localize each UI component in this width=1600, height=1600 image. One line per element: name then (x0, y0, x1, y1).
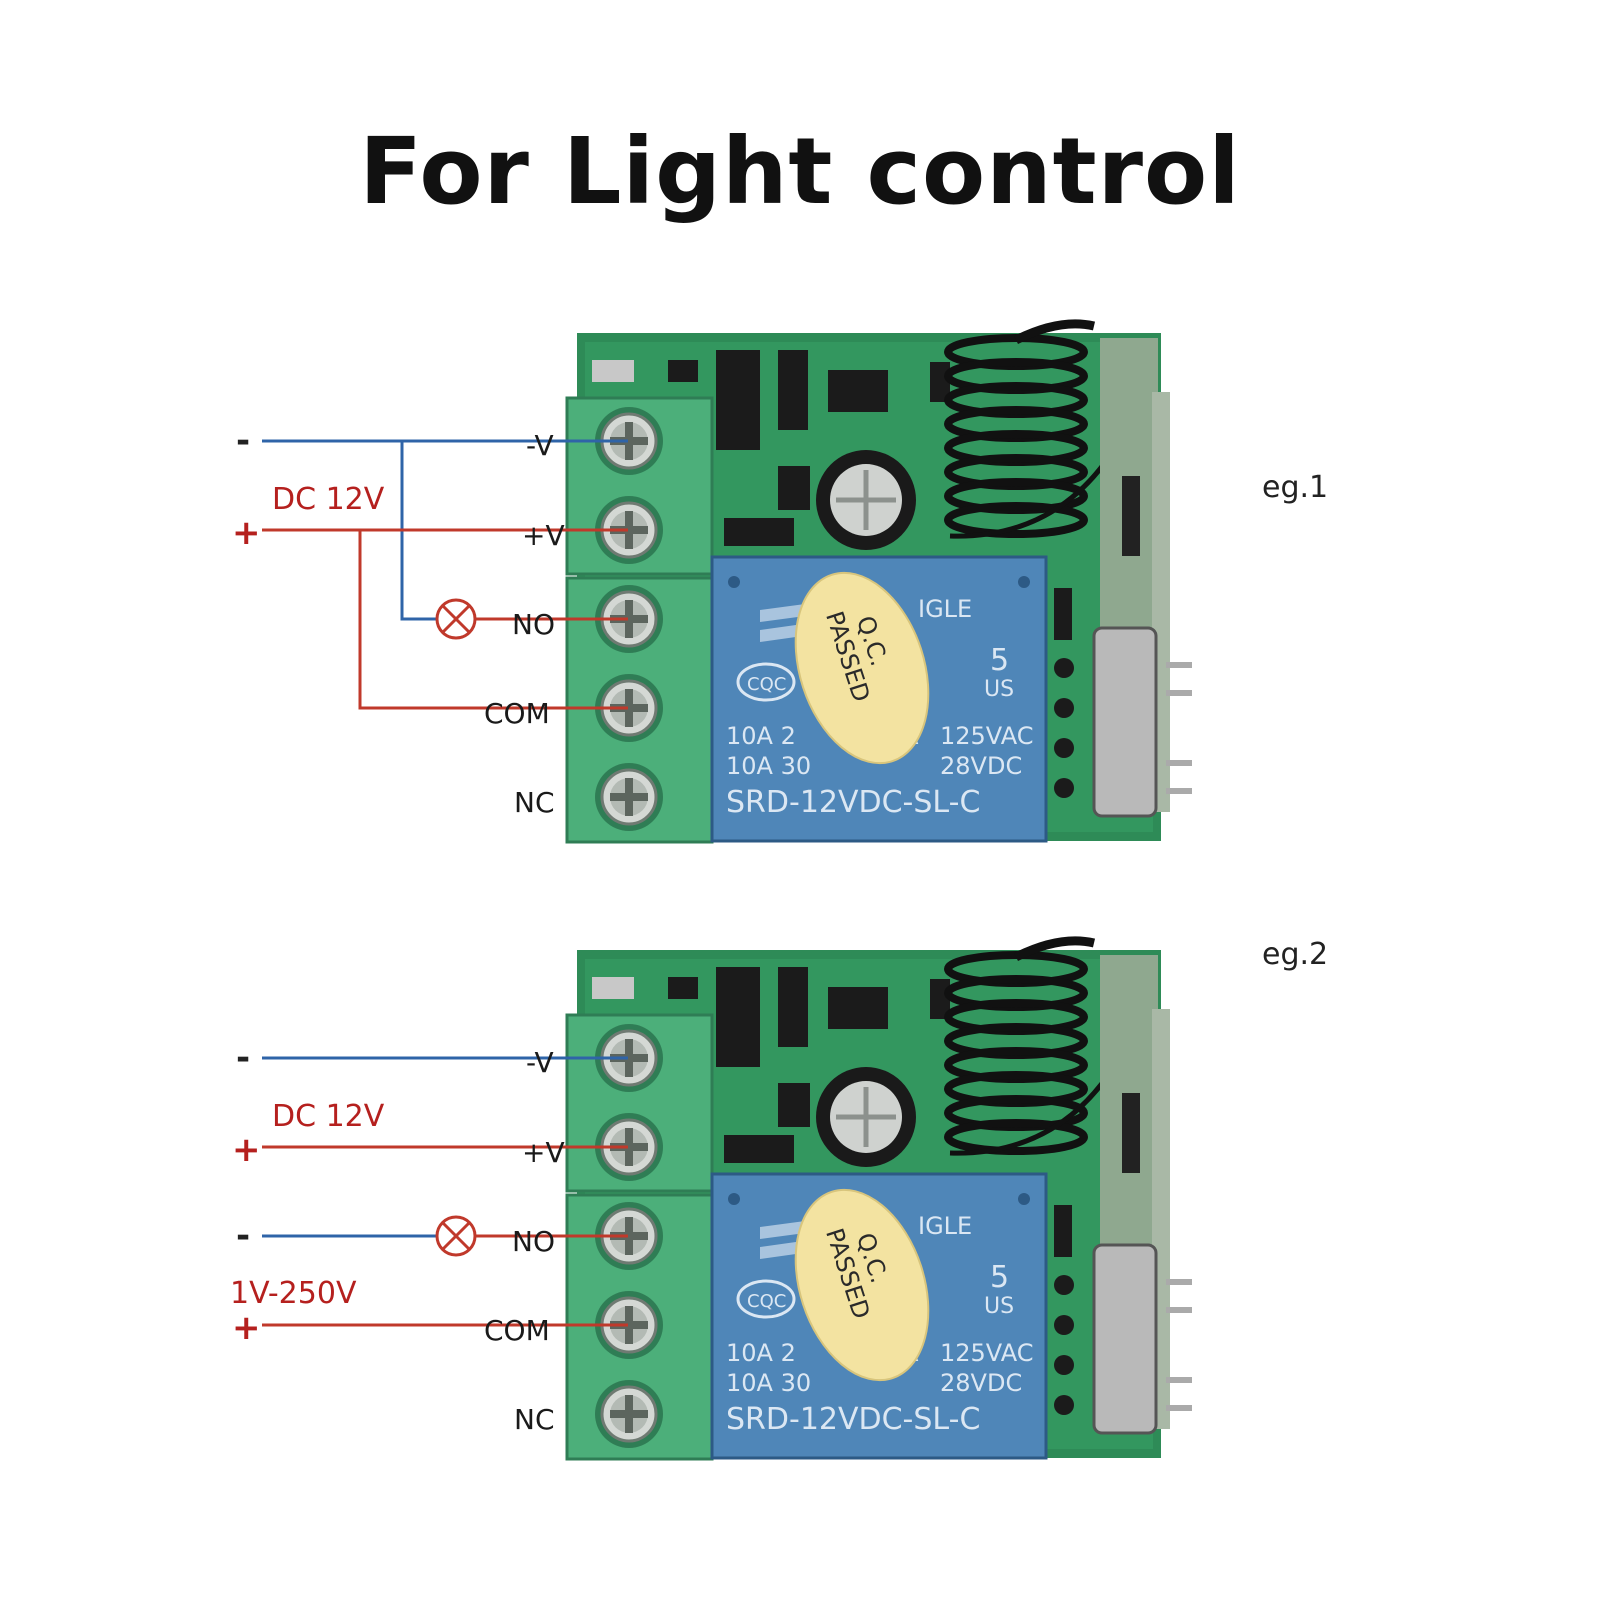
terminal-label-pos: +V (522, 519, 565, 552)
load-supply-label: 1V-250V (230, 1276, 357, 1311)
ul-number: 5 (990, 1260, 1009, 1295)
lamp-icon (435, 1215, 477, 1257)
screw-terminal (593, 761, 665, 833)
example-2-label: eg.2 (1262, 937, 1329, 972)
supply-label: DC 12V (272, 482, 385, 517)
crystal-oscillator (1092, 626, 1158, 818)
terminal-label-com: COM (484, 697, 550, 730)
example-1-module: IGLE CQC 5 US 10A 2 10A 30 A 125VAC 28VD… (565, 319, 1192, 844)
ul-us: US (984, 677, 1014, 702)
terminal-label-com: COM (484, 1314, 550, 1347)
relay: IGLE CQC 5 US 10A 2 10A 30 A 125VAC 28VD… (710, 555, 1048, 843)
example-1-label: eg.1 (1262, 470, 1329, 505)
relay-model: SRD-12VDC-SL-C (726, 785, 980, 820)
minus-sign: - (236, 1038, 250, 1078)
relay-rating-right-2: 28VDC (940, 1369, 1022, 1397)
load-minus-sign: - (236, 1216, 250, 1256)
page-title: For Light control (359, 118, 1241, 225)
ul-number: 5 (990, 643, 1009, 678)
load-plus-sign: + (232, 1308, 261, 1348)
example-2-wiring: - + DC 12V - + 1V-250V -V +V NO COM NC (230, 1038, 628, 1436)
terminal-label-neg: -V (526, 429, 554, 462)
terminal-label-nc: NC (514, 1403, 555, 1436)
relay-brand: IGLE (918, 1212, 972, 1240)
terminal-label-nc: NC (514, 786, 555, 819)
terminal-label-pos: +V (522, 1136, 565, 1169)
wire-negative-to-lamp (400, 441, 436, 621)
terminal-label-no: NO (512, 608, 555, 641)
terminal-label-neg: -V (526, 1046, 554, 1079)
cqc-mark: CQC (747, 674, 786, 695)
qc-sticker: Q.C. PASSED (794, 571, 930, 765)
screw-terminal (593, 1378, 665, 1450)
relay-rating-right-1: 125VAC (940, 1339, 1033, 1367)
relay-rating-left-1: 10A 2 (726, 722, 796, 750)
relay-rating-left-2: 10A 30 (726, 752, 811, 780)
plus-sign: + (232, 513, 261, 553)
relay-rating-left-1: 10A 2 (726, 1339, 796, 1367)
crystal-oscillator (1092, 1243, 1158, 1435)
minus-sign: - (236, 421, 250, 461)
terminal-label-no: NO (512, 1225, 555, 1258)
relay-rating-right-2: 28VDC (940, 752, 1022, 780)
ul-us: US (984, 1294, 1014, 1319)
supply-label: DC 12V (272, 1099, 385, 1134)
lamp-icon (435, 598, 477, 640)
plus-sign: + (232, 1130, 261, 1170)
example-1-wiring: - + DC 12V -V +V NO COM NC (232, 421, 628, 819)
wire-positive-to-com (358, 530, 628, 710)
relay: IGLE CQC 5 US 10A 2 10A 30 A 125VAC 28VD… (710, 1172, 1048, 1460)
relay-rating-left-2: 10A 30 (726, 1369, 811, 1397)
relay-brand: IGLE (918, 595, 972, 623)
cqc-mark: CQC (747, 1291, 786, 1312)
relay-model: SRD-12VDC-SL-C (726, 1402, 980, 1437)
relay-rating-right-1: 125VAC (940, 722, 1033, 750)
example-2-module: IGLE CQC 5 US 10A 2 10A 30 A 125VAC 28VD… (565, 936, 1192, 1461)
qc-sticker: Q.C. PASSED (794, 1188, 930, 1382)
